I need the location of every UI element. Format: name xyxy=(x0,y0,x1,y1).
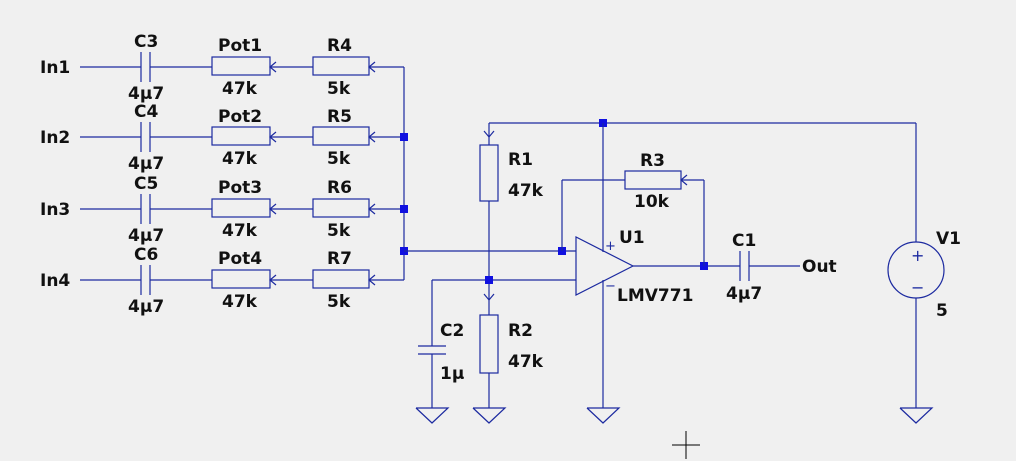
potentiometer-pot2 xyxy=(211,126,271,146)
net-label-in1: In1 xyxy=(40,58,70,78)
c3-name: C3 xyxy=(134,32,158,52)
channel-1 xyxy=(80,52,404,82)
pot2-name: Pot2 xyxy=(218,107,262,127)
channel-2 xyxy=(80,122,404,152)
r2-value: 47k xyxy=(508,352,544,372)
resistor-r6 xyxy=(312,198,370,218)
r4-name: R4 xyxy=(327,36,352,56)
v1-name: V1 xyxy=(936,229,961,249)
labels: In1 In2 In3 In4 Out C3 4µ7 C4 4µ7 C5 4µ7… xyxy=(40,32,961,384)
r5-value: 5k xyxy=(327,149,351,169)
potentiometer-pot3 xyxy=(211,198,271,218)
c3-value: 4µ7 xyxy=(128,84,164,104)
pot3-name: Pot3 xyxy=(218,178,262,198)
pot2-value: 47k xyxy=(222,149,258,169)
pot4-value: 47k xyxy=(222,292,258,312)
resistor-r3 xyxy=(624,170,682,190)
net-label-out: Out xyxy=(802,257,837,277)
opamp-plus-pin: + xyxy=(605,239,616,254)
channel-3 xyxy=(80,194,404,224)
u1-part: LMV771 xyxy=(617,286,693,306)
c4-name: C4 xyxy=(134,102,158,122)
pot3-value: 47k xyxy=(222,221,258,241)
c5-name: C5 xyxy=(134,174,158,194)
r2-name: R2 xyxy=(508,321,533,341)
resistor-r7 xyxy=(312,269,370,289)
c5-value: 4µ7 xyxy=(128,226,164,246)
ground-icon xyxy=(472,407,507,424)
ground-icon xyxy=(586,407,621,424)
junction-dot xyxy=(400,205,408,213)
c2-name: C2 xyxy=(440,321,464,341)
opamp-minus-pin: − xyxy=(605,279,616,294)
r4-value: 5k xyxy=(327,79,351,99)
r1-value: 47k xyxy=(508,181,544,201)
resistor-r1 xyxy=(479,144,499,202)
pot1-value: 47k xyxy=(222,79,258,99)
c2-value: 1µ xyxy=(440,364,464,384)
r6-name: R6 xyxy=(327,178,352,198)
ground-icon xyxy=(415,407,450,424)
crosshair-cursor-icon xyxy=(672,431,700,459)
net-label-in4: In4 xyxy=(40,271,70,291)
v1-plus-sign: + xyxy=(911,246,924,265)
opamp-u1 xyxy=(575,236,635,296)
junction-dot xyxy=(400,133,408,141)
c6-value: 4µ7 xyxy=(128,297,164,317)
resistor-r5 xyxy=(312,126,370,146)
ground-symbols xyxy=(415,407,934,424)
potentiometer-pot4 xyxy=(211,269,271,289)
potentiometer-pot1 xyxy=(211,56,271,76)
amplifier-stage xyxy=(404,119,945,408)
r7-value: 5k xyxy=(327,292,351,312)
r3-name: R3 xyxy=(640,151,665,171)
v1-minus-sign: − xyxy=(911,278,924,297)
net-label-in2: In2 xyxy=(40,128,70,148)
c6-name: C6 xyxy=(134,245,158,265)
c4-value: 4µ7 xyxy=(128,154,164,174)
net-label-in3: In3 xyxy=(40,200,70,220)
resistor-r2 xyxy=(479,314,499,374)
v1-value: 5 xyxy=(936,301,948,321)
ground-icon xyxy=(899,407,934,424)
r7-name: R7 xyxy=(327,249,352,269)
pot1-name: Pot1 xyxy=(218,36,262,56)
channel-4 xyxy=(80,265,404,295)
c1-value: 4µ7 xyxy=(726,284,762,304)
junction-dot xyxy=(485,276,493,284)
input-channels xyxy=(80,52,408,295)
pot4-name: Pot4 xyxy=(218,249,262,269)
r6-value: 5k xyxy=(327,221,351,241)
r3-value: 10k xyxy=(634,192,670,212)
resistor-r4 xyxy=(312,56,370,76)
r1-name: R1 xyxy=(508,150,533,170)
u1-name: U1 xyxy=(619,228,645,248)
c1-name: C1 xyxy=(732,231,756,251)
r5-name: R5 xyxy=(327,107,352,127)
